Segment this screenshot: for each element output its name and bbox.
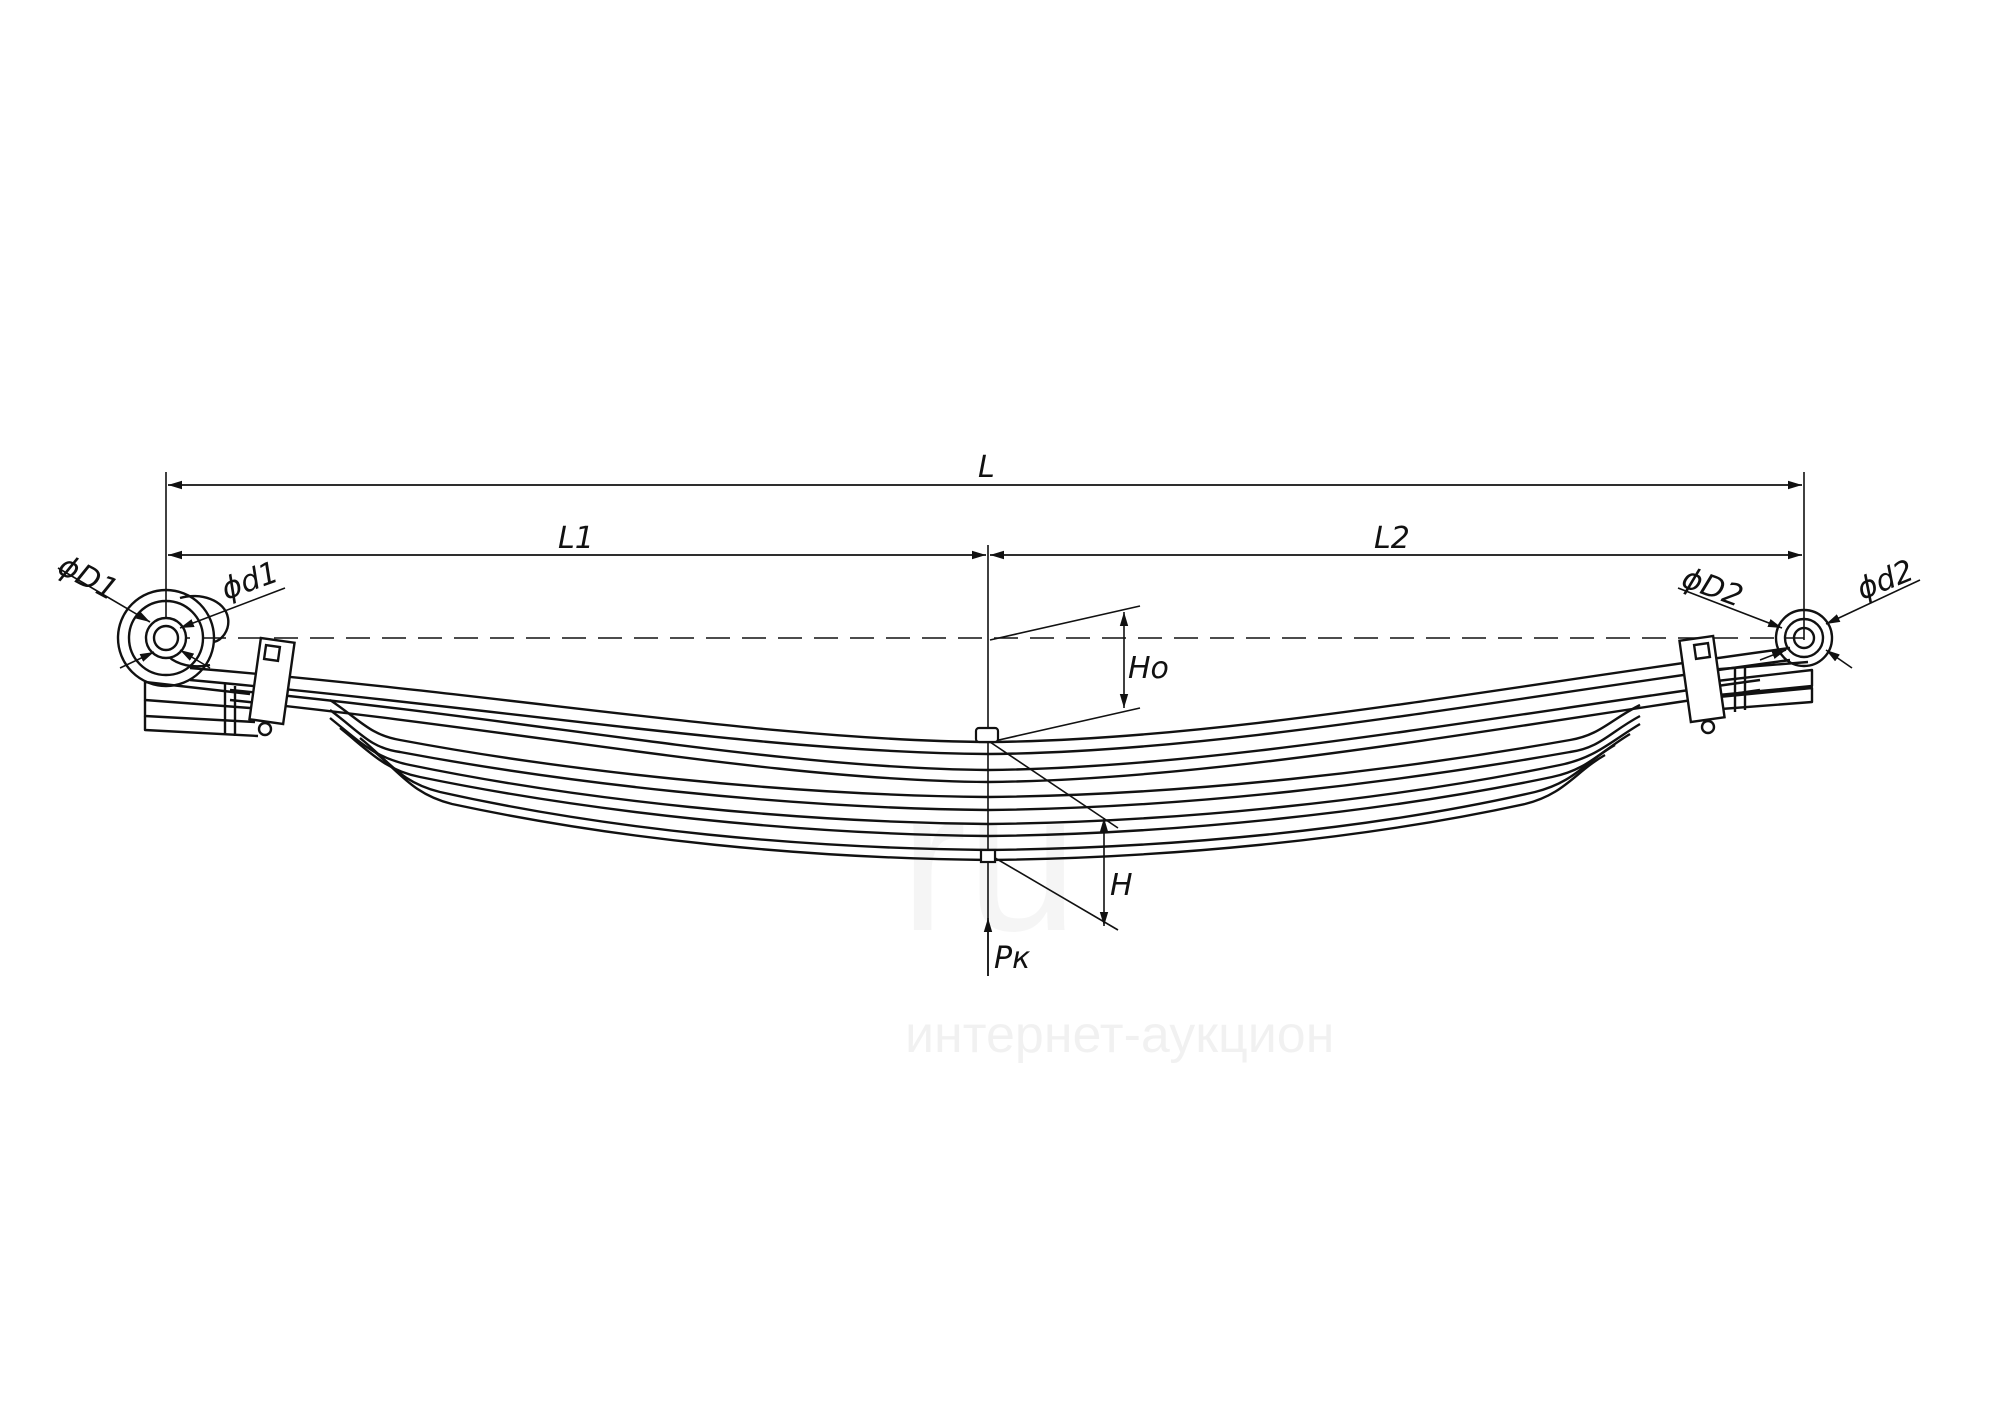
dimension-Ho [989,605,1141,743]
extension-lines [165,472,1805,976]
dimension-L1-L2: L1 L2 [168,521,1802,560]
load-arrow-Pk: Pк [983,918,1030,976]
label-H: H [1110,868,1133,903]
dimension-D1-d1 [57,567,286,669]
center-bolt [974,726,1000,864]
watermark-tagline: интернет-аукцион [905,1006,1334,1064]
dimension-D2-d2 [1677,579,1921,669]
spring-leaves [143,619,1814,862]
left-eye [116,588,230,688]
label-d1: ϕd1 [217,555,283,608]
watermark: ru интернет-аукцион [905,1006,1334,1064]
right-eye [1774,608,1834,668]
right-clamp [1678,634,1726,735]
dimension-L: L [168,450,1802,490]
label-D1: ϕD1 [52,548,123,608]
label-d2: ϕd2 [1852,553,1919,607]
label-Pk: Pк [994,941,1030,976]
label-L: L [978,450,995,485]
label-L1: L1 [558,521,594,556]
label-Ho: Ho [1128,651,1169,686]
dimension-H [989,741,1119,931]
label-L2: L2 [1374,521,1410,556]
left-clamp [248,636,296,737]
label-D2: ϕD2 [1677,561,1747,615]
